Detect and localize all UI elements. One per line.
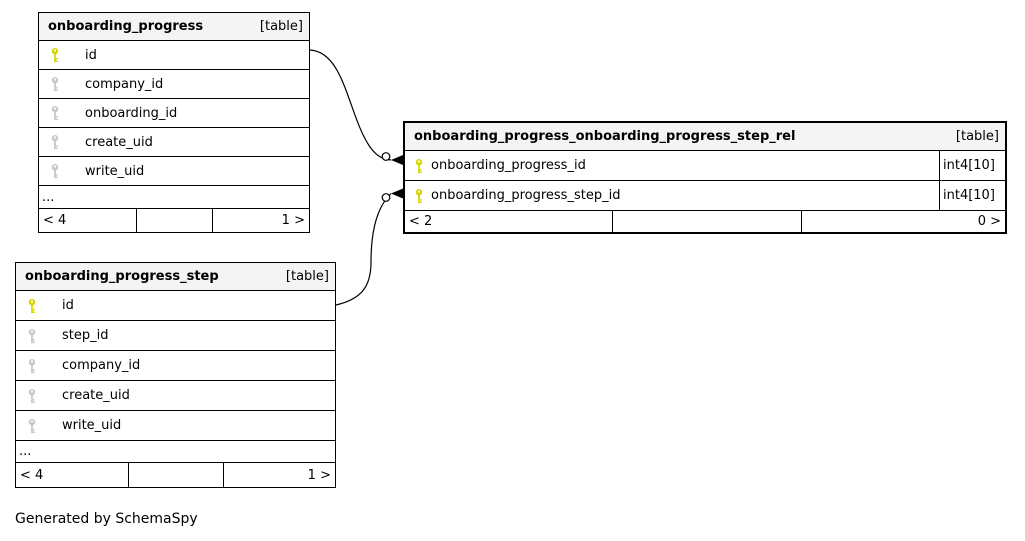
foreign-key-icon	[49, 163, 61, 179]
foreign-key-icon	[49, 76, 61, 92]
column-name: write_uid	[85, 163, 145, 179]
foreign-key-icon	[49, 105, 61, 121]
generator-credit: Generated by SchemaSpy	[15, 511, 198, 527]
foreign-key-icon	[26, 418, 38, 434]
footer-spacer	[127, 463, 224, 487]
column-name: create_uid	[62, 388, 130, 403]
column-row[interactable]: create_uid	[39, 127, 309, 156]
table-type-badge: [table]	[955, 129, 999, 144]
column-name: write_uid	[62, 418, 122, 433]
table-header: onboarding_progress_onboarding_progress_…	[405, 123, 1005, 150]
relationship-line-progress-to-rel	[309, 49, 403, 165]
column-name: company_id	[62, 358, 141, 373]
table-header: onboarding_progress_step [table]	[16, 263, 335, 290]
footer-spacer	[136, 209, 212, 232]
table-type-badge: [table]	[285, 269, 329, 284]
primary-key-icon	[413, 158, 425, 174]
column-name: id	[85, 47, 97, 63]
table-name[interactable]: onboarding_progress_step	[25, 269, 219, 284]
column-name: onboarding_progress_step_id	[431, 188, 621, 203]
foreign-key-icon	[26, 388, 38, 404]
table-name[interactable]: onboarding_progress	[48, 19, 204, 34]
column-name: id	[62, 298, 74, 313]
column-type: int4[10]	[939, 181, 1005, 210]
foreign-key-icon	[26, 358, 38, 374]
table-node-onboarding-progress-rel[interactable]: onboarding_progress_onboarding_progress_…	[403, 121, 1007, 234]
column-row[interactable]: id	[16, 290, 335, 320]
primary-key-icon	[49, 47, 61, 63]
column-name: onboarding_progress_id	[431, 158, 586, 173]
column-row[interactable]: onboarding_id	[39, 98, 309, 127]
column-name: step_id	[62, 328, 109, 343]
column-row[interactable]: onboarding_progress_id int4[10]	[405, 150, 1005, 180]
ellipsis-row: ...	[16, 440, 335, 462]
column-row[interactable]: company_id	[16, 350, 335, 380]
column-row[interactable]: company_id	[39, 69, 309, 98]
zero-or-one-circle	[381, 152, 391, 161]
table-node-onboarding-progress-step[interactable]: onboarding_progress_step [table] id step…	[15, 262, 336, 488]
primary-key-icon	[26, 298, 38, 314]
outgoing-count: 1 >	[223, 463, 335, 487]
column-row[interactable]: write_uid	[39, 156, 309, 185]
ellipsis-row: ...	[39, 185, 309, 208]
column-row[interactable]: create_uid	[16, 380, 335, 410]
zero-or-one-circle	[381, 193, 391, 202]
column-row[interactable]: id	[39, 40, 309, 69]
table-node-onboarding-progress[interactable]: onboarding_progress [table] id company_i…	[38, 12, 310, 233]
footer-spacer	[612, 211, 801, 232]
column-name: onboarding_id	[85, 105, 178, 121]
foreign-key-icon	[26, 328, 38, 344]
column-name: company_id	[85, 76, 164, 92]
outgoing-count: 0 >	[801, 211, 1005, 232]
crow-foot-arrow	[391, 155, 403, 165]
relationship-line-step-to-rel	[335, 188, 403, 306]
incoming-count: < 4	[43, 213, 67, 228]
table-name[interactable]: onboarding_progress_onboarding_progress_…	[414, 129, 796, 144]
column-row[interactable]: write_uid	[16, 410, 335, 440]
column-type: int4[10]	[939, 151, 1005, 180]
crow-foot-arrow	[391, 188, 403, 199]
table-type-badge: [table]	[259, 19, 303, 34]
column-row[interactable]: step_id	[16, 320, 335, 350]
table-header: onboarding_progress [table]	[39, 13, 309, 40]
primary-key-icon	[413, 188, 425, 204]
table-footer: < 4 1 >	[39, 208, 309, 232]
column-name: create_uid	[85, 134, 153, 150]
incoming-count: < 4	[20, 467, 44, 483]
table-footer: < 4 1 >	[16, 462, 335, 487]
table-footer: < 2 0 >	[405, 210, 1005, 232]
column-row[interactable]: onboarding_progress_step_id int4[10]	[405, 180, 1005, 210]
incoming-count: < 2	[409, 214, 433, 229]
outgoing-count: 1 >	[211, 209, 309, 232]
foreign-key-icon	[49, 134, 61, 150]
